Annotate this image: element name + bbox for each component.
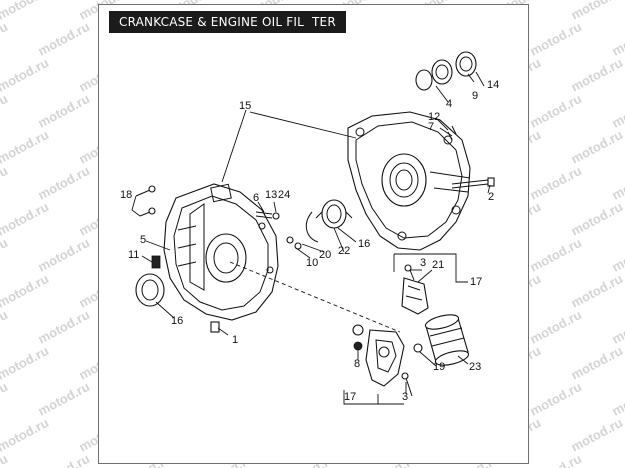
right-crankcase-half (347, 111, 471, 251)
callout-17-upper: 17 (470, 276, 482, 288)
callout-21: 21 (432, 259, 444, 271)
callout-8: 8 (354, 358, 360, 370)
leader-lines (131, 71, 491, 405)
callout-16-right: 16 (358, 238, 370, 250)
callout-3-lower: 3 (402, 391, 408, 403)
fasteners (135, 125, 495, 397)
bearing-stack-top-right (415, 51, 477, 91)
callout-6: 6 (253, 192, 259, 204)
oil-filter-adapter (365, 329, 405, 387)
callout-16-left: 16 (171, 315, 183, 327)
filter-bracket (401, 277, 429, 315)
callout-17-lower: 17 (344, 391, 356, 403)
callout-20: 20 (319, 249, 331, 261)
callout-18: 18 (120, 189, 132, 201)
main-bearing-left (135, 273, 165, 307)
callout-9: 9 (472, 90, 478, 102)
callout-14: 14 (487, 79, 499, 91)
watermark-text: motod.ru (0, 451, 10, 468)
callout-10: 10 (306, 257, 318, 269)
callout-19: 19 (433, 361, 445, 373)
callout-11: 11 (128, 249, 139, 261)
callout-23: 23 (469, 361, 481, 373)
callout-1: 1 (232, 334, 238, 346)
callout-22: 22 (338, 245, 350, 257)
retaining-ring (305, 211, 319, 243)
callout-4: 4 (446, 98, 452, 110)
diagram-title: CRANKCASE & ENGINE OIL FIL TER (109, 11, 346, 33)
callout-12: 12 (428, 111, 440, 123)
callout-24: 24 (278, 189, 290, 201)
callout-2: 2 (488, 191, 494, 203)
callout-13: 13 (265, 189, 277, 201)
main-bearing-right (315, 199, 353, 229)
callout-15: 15 (239, 100, 251, 112)
callout-3-upper: 3 (420, 257, 426, 269)
left-crankcase-half (163, 183, 279, 321)
callout-labels: 15 14 9 4 12 7 2 18 6 13 24 5 11 10 20 2… (120, 79, 499, 403)
callout-7: 7 (428, 121, 434, 133)
oil-filter (424, 314, 470, 366)
callout-5: 5 (140, 234, 146, 246)
